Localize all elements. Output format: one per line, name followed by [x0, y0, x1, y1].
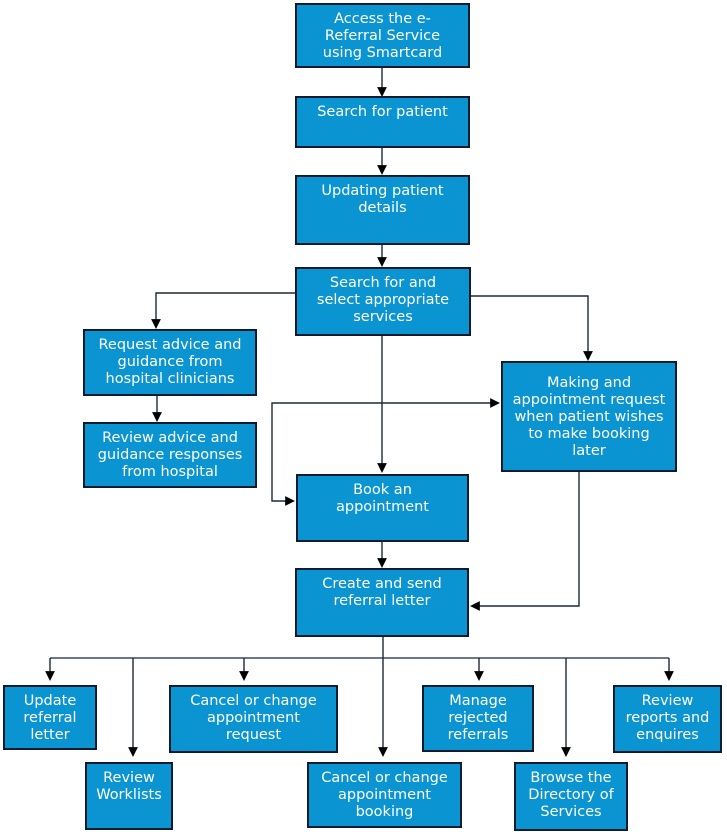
node-updating-patient-details: Updating patient details [295, 175, 470, 245]
node-review-worklists: Review Worklists [85, 762, 173, 830]
edge-services-to-making-request-top [471, 295, 593, 361]
node-browse-directory-of-services: Browse the Directory of Services [514, 762, 628, 831]
edge-making-request-to-create-letter [470, 472, 580, 611]
node-review-reports-enquires: Review reports and enquires [613, 685, 722, 753]
node-book-appointment: Book an appointment [296, 474, 469, 542]
node-cancel-change-appointment-request: Cancel or change appointment request [169, 685, 338, 753]
node-access-e-referral: Access the e- Referral Service using Sma… [295, 3, 470, 68]
node-search-select-services: Search for and select appropriate servic… [295, 267, 471, 336]
node-update-referral-letter: Update referral letter [3, 685, 97, 750]
node-create-send-referral-letter: Create and send referral letter [295, 568, 469, 637]
node-making-appointment-request: Making and appointment request when pati… [501, 361, 677, 472]
node-cancel-change-appointment-booking: Cancel or change appointment booking [307, 762, 462, 828]
node-review-advice-guidance: Review advice and guidance responses fro… [83, 422, 257, 488]
node-search-for-patient: Search for patient [295, 96, 470, 148]
edge-services-to-request-advice [151, 292, 295, 329]
edge-branch-to-book-left [271, 402, 382, 506]
node-manage-rejected-referrals: Manage rejected referrals [422, 685, 534, 752]
node-request-advice-guidance: Request advice and guidance from hospita… [83, 329, 257, 396]
